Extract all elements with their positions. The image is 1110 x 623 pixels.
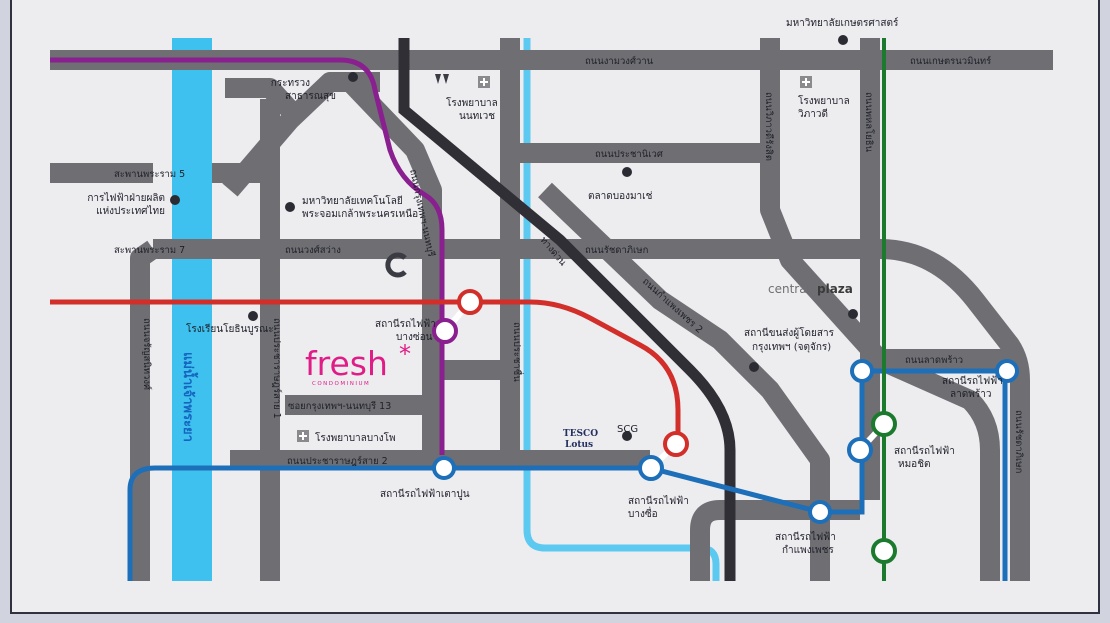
landmark-label-bus-terminal-2: กรุงเทพฯ (จตุจักร) <box>752 342 831 353</box>
road-label-pracharat-sai2: ถนนประชาราษฎร์สาย 2 <box>287 455 388 467</box>
fresh-logo-subtitle: CONDOMINIUM <box>312 381 370 387</box>
station-markers <box>432 289 1019 564</box>
station-label-bang-son-1: สถานีรถไฟฟ้า <box>375 318 436 330</box>
road-charan <box>130 240 159 581</box>
landmark-label-bangpho-hosp: โรงพยาบาลบางโพ <box>315 431 396 444</box>
station-ring-icon <box>847 437 873 463</box>
landmark-label-egat-1: การไฟฟ้าฝ่ายผลิต <box>87 192 165 204</box>
station-label-lat-phrao-1: สถานีรถไฟฟ้า <box>942 375 1003 387</box>
central-plaza-logo: central plaza <box>768 282 853 296</box>
road-kamphaeng-phet-2 <box>538 182 830 581</box>
landmark-label-nonthavej-2: นนทเวช <box>459 111 495 122</box>
landmark-dot-icon <box>348 72 358 82</box>
landmark-dot-icon <box>848 309 858 319</box>
fresh-logo-asterisk: * <box>399 340 411 368</box>
road-label-prachanivet: ถนนประชานิเวศ <box>595 149 663 160</box>
blue-line <box>127 368 1008 581</box>
landmark-dot-icon <box>749 362 759 372</box>
road-label-kaset-nawamin: ถนนเกษตรนวมินทร์ <box>910 55 991 67</box>
hospital-markers <box>297 76 812 442</box>
road-vibhavadi <box>760 38 1000 581</box>
road-label-soi13: ซอยกรุงเทพฯ-นนทบุรี 13 <box>288 400 391 412</box>
landmark-label-bong-market: ตลาดบองมาเช่ <box>588 191 653 202</box>
landmark-label-vibhavadi-hosp-1: โรงพยาบาล <box>798 94 850 107</box>
c-logo <box>385 252 407 278</box>
fresh-logo-text: fresh <box>305 344 388 383</box>
landmark-label-nonthavej-1: โรงพยาบาล <box>446 96 498 109</box>
station-ring-icon <box>808 500 832 524</box>
station-ring-icon <box>871 411 897 437</box>
landmark-dot-icon <box>248 311 258 321</box>
road-label-charan: ถนนจรัญสนิทวงศ์ <box>141 318 153 390</box>
station-ring-icon <box>663 431 689 457</box>
landmark-label-ministry-1: กระทรวง <box>271 78 310 89</box>
bridge-label-rama7: สะพานพระราม 7 <box>114 245 185 256</box>
road-label-wong-sawang: ถนนวงศ์สว่าง <box>285 244 341 256</box>
hospital-cross-icon <box>800 76 812 88</box>
landmark-dot-icon <box>285 202 295 212</box>
hospital-cross-icon <box>297 430 309 442</box>
road-bottom-loop <box>690 500 860 581</box>
station-ring-icon <box>871 538 897 564</box>
tesco-logo-line1: TESCO <box>563 429 598 439</box>
landmark-dots <box>170 35 858 441</box>
landmark-label-yothinburana: โรงเรียนโยธินบูรณะ <box>186 322 274 335</box>
landmark-label-ministry-2: สาธารณสุข <box>285 91 336 102</box>
landmark-label-scg: SCG <box>617 424 638 435</box>
chao-phraya-river <box>172 38 212 581</box>
road-label-prachachuen: ถนนประชาชื่น <box>511 322 524 382</box>
hospital-cross-icon <box>478 76 490 88</box>
tesco-lotus-logo: TESCO Lotus <box>563 429 598 450</box>
landmark-dot-icon <box>170 195 180 205</box>
landmark-label-bus-terminal-1: สถานีขนส่งผู้โดยสาร <box>744 326 835 339</box>
station-label-lat-phrao-2: ลาดพร้าว <box>950 388 991 400</box>
station-label-bang-sue-1: สถานีรถไฟฟ้า <box>628 495 689 507</box>
station-label-mo-chit-2: หมอชิต <box>898 459 930 470</box>
landmark-dot-icon <box>838 35 848 45</box>
landmark-label-vibhavadi-hosp-2: วิภาวดี <box>798 108 828 120</box>
road-ministry-spur <box>225 78 298 117</box>
station-label-mo-chit-1: สถานีรถไฟฟ้า <box>894 445 955 457</box>
station-label-kamphaeng-phet-1: สถานีรถไฟฟ้า <box>775 531 836 543</box>
landmark-label-kmutnb-1: มหาวิทยาลัยเทคโนโลยี <box>302 194 403 207</box>
station-label-tao-poon: สถานีรถไฟฟ้าเตาปูน <box>380 488 470 500</box>
landmark-label-egat-2: แห่งประเทศไทย <box>96 205 165 217</box>
road-label-rachadaphisek: ถนนรัชดาภิเษก <box>585 245 649 256</box>
fresh-condominium-logo: fresh * CONDOMINIUM <box>305 340 411 387</box>
landmark-label-kmutnb-2: พระจอมเกล้าพระนครเหนือ <box>302 208 418 220</box>
road-label-vibhavadi: ถนนวิภาวดีรังสิต <box>763 92 775 161</box>
road-label-ratchadaphisek-east: ถนนรัชดาภิเษก <box>1013 410 1024 474</box>
station-label-kamphaeng-phet-2: กำแพงเพชร <box>782 545 834 556</box>
station-label-bang-sue-2: บางซื่อ <box>628 506 658 520</box>
central-logo-text: central <box>768 282 810 296</box>
station-ring-icon <box>432 456 456 480</box>
road-label-phahon-yothin: ถนนพหลโยธิน <box>863 92 875 153</box>
station-ring-icon <box>995 359 1019 383</box>
tesco-logo-line2: Lotus <box>565 440 593 450</box>
road-label-pracharat-sai1: ถนนประชาราษฎร์สาย 1 <box>271 318 283 419</box>
canal-line <box>523 38 720 581</box>
purple-line <box>50 57 445 455</box>
station-label-bang-son-2: บางซ่อน <box>396 332 433 343</box>
plaza-logo-text: plaza <box>817 282 853 296</box>
bridge-label-rama5: สะพานพระราม 5 <box>114 169 185 180</box>
station-ring-icon <box>638 455 664 481</box>
river-label: แม่น้ำเจ้าพระยา <box>180 352 199 442</box>
road-label-lat-phrao: ถนนลาดพร้าว <box>905 355 963 366</box>
station-ring-icon <box>850 359 874 383</box>
road-rachadaphisek <box>153 239 1030 581</box>
nonthavej-logo <box>433 72 453 86</box>
landmark-dot-icon <box>622 167 632 177</box>
red-line <box>50 299 681 444</box>
road-label-ngam-wong-wan: ถนนงามวงศ์วาน <box>585 55 654 67</box>
landmark-dot-icon <box>622 431 632 441</box>
station-ring-icon <box>457 289 483 315</box>
station-ring-icon <box>432 318 458 344</box>
expressway-line <box>398 38 736 581</box>
landmark-label-kasetsart: มหาวิทยาลัยเกษตรศาสตร์ <box>786 17 899 29</box>
